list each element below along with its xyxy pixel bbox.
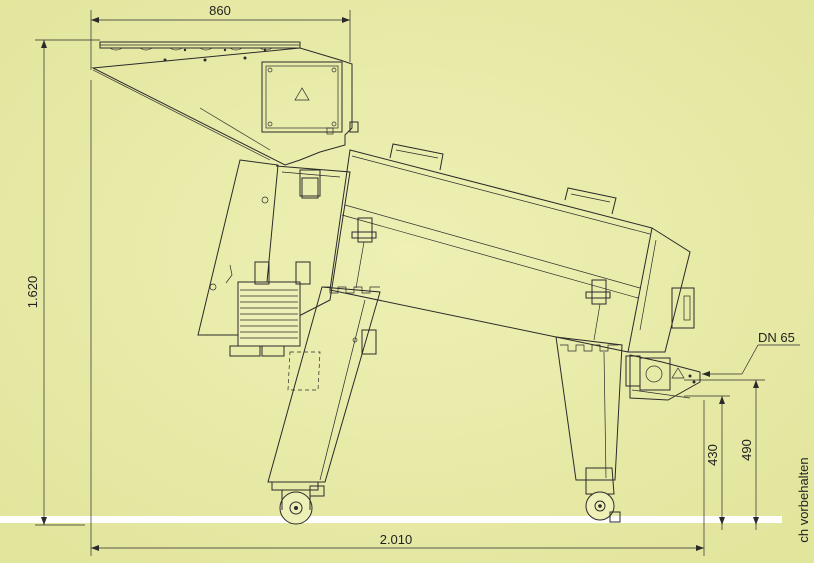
dimension-base-length: 2.010 — [90, 80, 705, 556]
outlet-assembly — [625, 354, 701, 401]
dim-top-width-label: 860 — [209, 3, 231, 18]
dim-outlet-490-label: 490 — [739, 439, 754, 461]
dim-total-height-label: 1.620 — [25, 276, 40, 309]
outlet-size-callout: DN 65 — [702, 330, 800, 377]
edge-note-text: ch vorbehalten — [796, 457, 811, 542]
main-drum — [301, 143, 695, 353]
floor-line — [0, 516, 782, 523]
right-leg — [555, 336, 623, 523]
dim-base-length-label: 2.010 — [380, 532, 413, 547]
drive-housing — [197, 159, 351, 357]
left-leg — [267, 286, 381, 525]
dimension-top-width: 860 — [90, 3, 351, 70]
dimension-total-height: 1.620 — [25, 39, 100, 526]
outlet-size-label: DN 65 — [758, 330, 795, 345]
dim-outlet-430-label: 430 — [705, 444, 720, 466]
hopper — [91, 41, 359, 166]
dimension-outlet-heights: 430 490 — [684, 379, 765, 530]
